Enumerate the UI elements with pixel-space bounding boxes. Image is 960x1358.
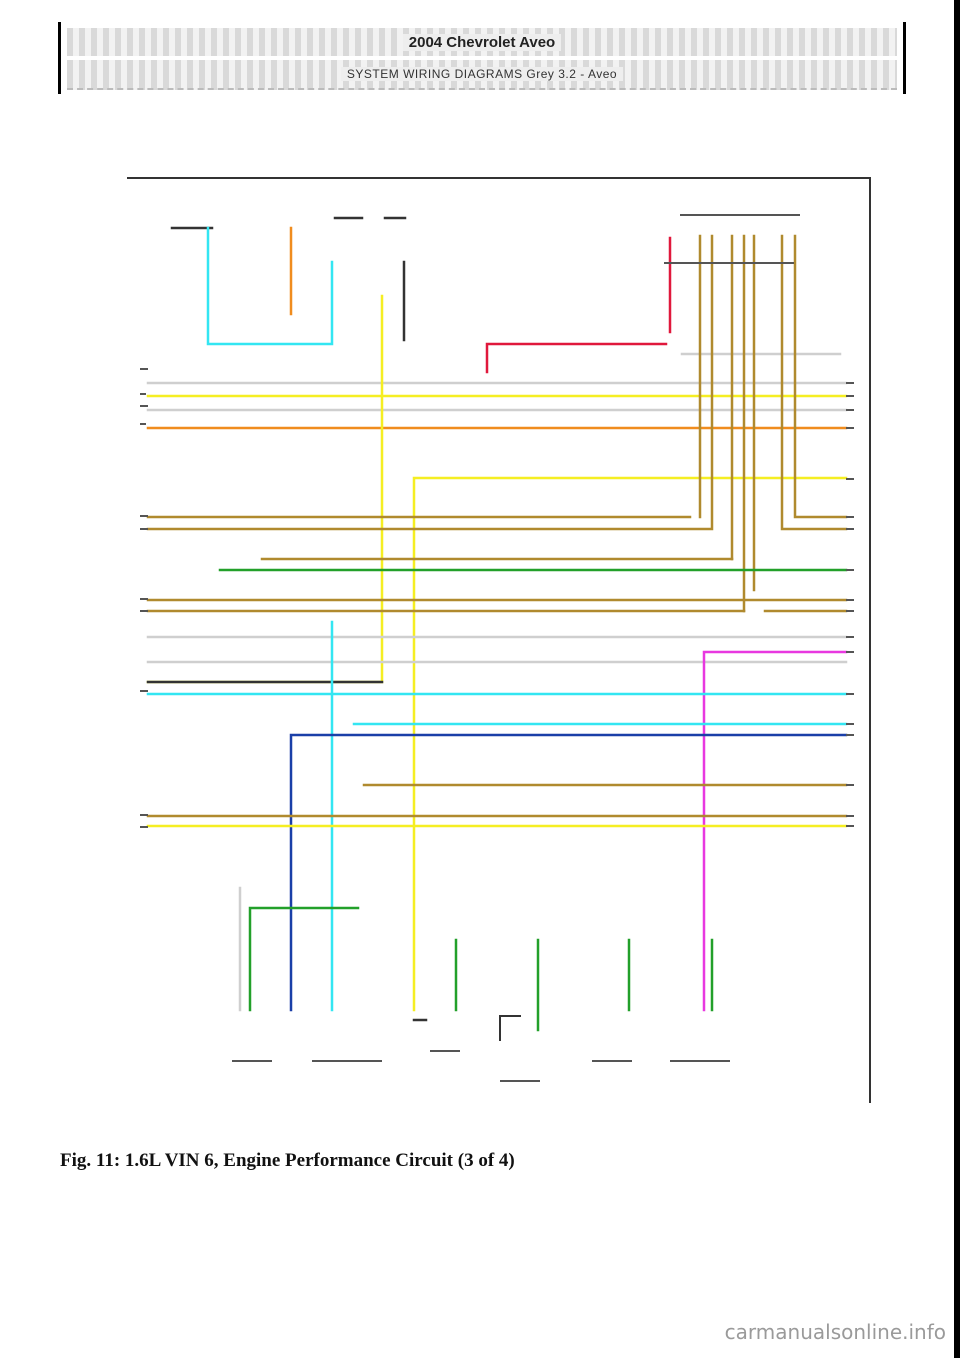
watermark[interactable]: carmanualsonline.info — [724, 1320, 946, 1344]
header-title: 2004 Chevrolet Aveo — [402, 33, 562, 51]
wire-tan-i — [793, 234, 848, 519]
document-header: 2004 Chevrolet Aveo SYSTEM WIRING DIAGRA… — [58, 22, 906, 94]
header-subtitle: SYSTEM WIRING DIAGRAMS Grey 3.2 - Aveo — [340, 67, 624, 81]
header-subtitle-row: SYSTEM WIRING DIAGRAMS Grey 3.2 - Aveo — [67, 60, 897, 90]
wire-red-upper — [485, 342, 668, 374]
wire-lightblue-loop — [206, 226, 334, 346]
connector-marks — [140, 214, 854, 1082]
wire-yellow-riser — [412, 476, 848, 1012]
wire-darkblue — [289, 733, 848, 1012]
wire-tan-h — [780, 234, 848, 531]
diagram-frame — [127, 177, 871, 1103]
page-edge — [954, 0, 960, 1358]
header-title-row: 2004 Chevrolet Aveo — [67, 28, 897, 56]
wire-pink — [702, 650, 848, 1012]
wire-green-bottom — [248, 906, 360, 1012]
wire-yellow-vertical — [146, 294, 384, 684]
component-bracket — [499, 1015, 521, 1041]
wire-tan-b — [146, 234, 714, 531]
figure-caption: Fig. 11: 1.6L VIN 6, Engine Performance … — [60, 1150, 515, 1171]
